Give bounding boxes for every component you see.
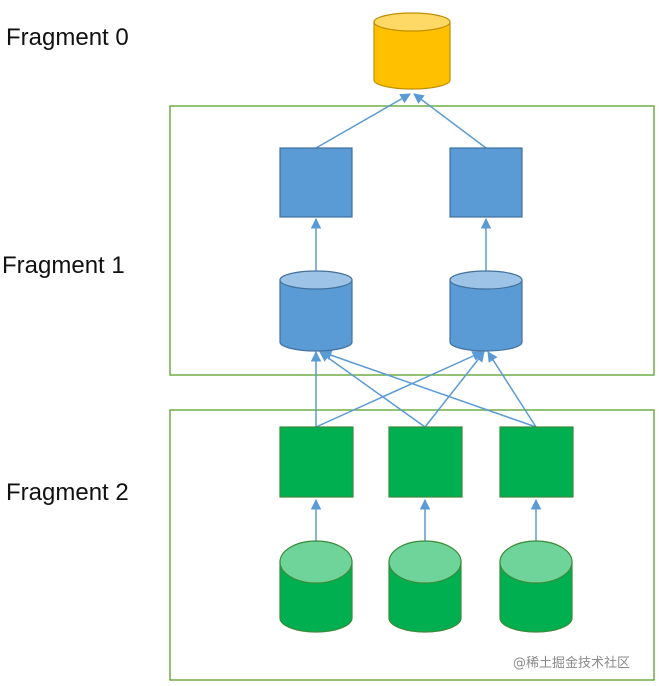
arrow-f2-b-to-f1-right bbox=[424, 351, 485, 428]
fragment-2-cylinder-b bbox=[388, 540, 462, 633]
fragment-2-square-a bbox=[279, 426, 354, 498]
fragment-1-square-right bbox=[449, 147, 523, 218]
fragment-2-label: Fragment 2 bbox=[6, 479, 129, 506]
fragment-2-square-c bbox=[499, 426, 574, 498]
watermark: @稀土掘金技术社区 bbox=[513, 656, 631, 671]
fragment-1-label: Fragment 1 bbox=[2, 252, 125, 279]
arrow-f2-c-to-f1-left bbox=[321, 350, 537, 428]
fragment-2-square-b bbox=[388, 426, 463, 498]
fragment-1-cylinder-left bbox=[279, 270, 353, 352]
fragment-0-label: Fragment 0 bbox=[6, 24, 129, 51]
fragment-2-cylinder-c bbox=[499, 540, 573, 633]
arrow-f1-right-to-f0 bbox=[413, 93, 487, 149]
fragment-1-box bbox=[169, 105, 655, 376]
fragment-1-square-left bbox=[279, 147, 353, 218]
fragment-2-cylinder-a bbox=[279, 540, 353, 633]
arrow-f2-a-to-f1-right bbox=[315, 351, 483, 428]
fragment-2-box bbox=[169, 409, 655, 681]
arrows bbox=[310, 93, 542, 541]
arrow-f2-b-to-f1-left bbox=[319, 351, 426, 428]
arrow-f2-c-to-f1-right bbox=[487, 351, 537, 428]
arrow-f1-left-to-f0 bbox=[315, 93, 411, 149]
fragment-0-cylinder bbox=[373, 12, 451, 90]
fragment-1-cylinder-right bbox=[449, 270, 523, 352]
